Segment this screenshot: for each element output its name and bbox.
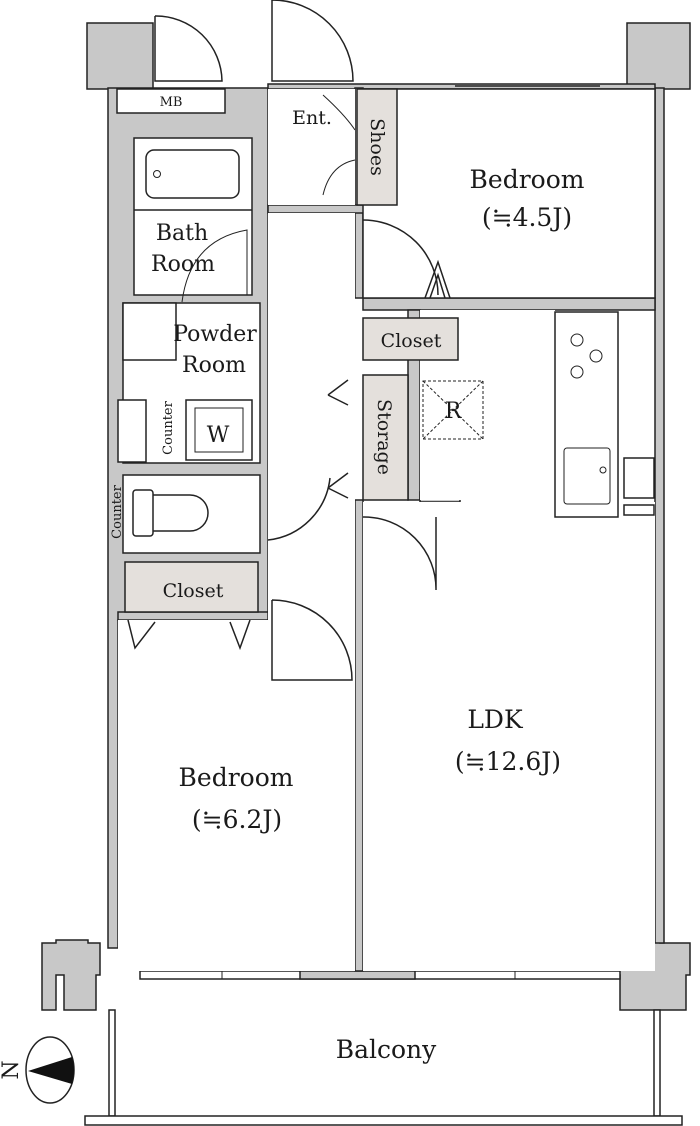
shoes-label: Shoes — [366, 118, 388, 176]
refrigerator-cross — [422, 380, 484, 440]
bedroom-south-door-swing-icon[interactable] — [271, 599, 353, 681]
toilet-door-swing-icon[interactable] — [267, 477, 331, 541]
pillar-top-right — [626, 22, 691, 90]
counter — [117, 399, 147, 463]
stove-burner-icon — [570, 333, 584, 347]
sink-icon — [122, 302, 177, 361]
pillar-top-left — [86, 22, 154, 90]
powder-label: Powder — [173, 322, 257, 347]
bath-door-swing-icon[interactable] — [181, 229, 248, 303]
closet-upper — [362, 317, 459, 361]
washer-icon — [194, 407, 244, 453]
compass-icon — [25, 1036, 75, 1104]
bath-label: Bath — [156, 221, 208, 246]
washer-space — [185, 399, 253, 461]
balcony-post-right — [653, 1009, 661, 1117]
balcony-railing — [84, 1115, 683, 1126]
closet-door-icon — [127, 619, 251, 651]
powder-label-2: Room — [182, 353, 246, 378]
drain-icon — [599, 466, 607, 474]
closet-wall — [117, 611, 269, 621]
pillar-bottom-left — [41, 939, 101, 1011]
shoes-cabinet — [356, 88, 398, 206]
washer-label: W — [207, 423, 230, 448]
door-swing-icon — [154, 15, 223, 82]
stove-burner-icon — [589, 349, 603, 363]
storage-door-icon — [327, 379, 349, 499]
bedroom-south-size: (≒6.2J) — [192, 805, 282, 834]
hallway — [268, 213, 355, 620]
mb-label: MB — [160, 95, 183, 110]
ldk-door-swing-icon[interactable] — [362, 516, 437, 591]
bedroom-south-area — [118, 620, 355, 971]
toilet-icon — [153, 494, 209, 532]
counter-toilet-label: Counter — [110, 484, 125, 538]
drain-icon — [153, 170, 161, 178]
south-wall-mid — [299, 970, 416, 980]
kitchen-sink-icon — [563, 447, 611, 505]
meter-box — [116, 88, 226, 114]
closet-lower-label: Closet — [163, 580, 224, 602]
ldk-label: LDK — [467, 705, 524, 734]
bedroom-north-size: (≒4.5J) — [482, 203, 572, 232]
partition-bedroom-ldk — [354, 499, 364, 972]
closet-door-icon — [424, 259, 451, 299]
partition-bedroom-north — [362, 297, 656, 311]
ldk-size: (≒12.6J) — [455, 747, 561, 776]
bedroom-south-label: Bedroom — [179, 763, 294, 792]
storage-label: Storage — [373, 399, 395, 475]
storage — [362, 374, 409, 501]
counter-label: Counter — [161, 400, 176, 454]
toilet-room — [122, 474, 261, 554]
front-door-swing-icon[interactable] — [271, 0, 354, 82]
east-wall — [654, 87, 665, 944]
toilet-tank-icon — [132, 489, 154, 537]
bedroom-north-area — [362, 88, 656, 299]
refrigerator-label: R — [445, 399, 463, 424]
bathtub-icon — [145, 149, 240, 199]
refrigerator-space — [422, 380, 484, 440]
balcony-post-left — [108, 1009, 116, 1117]
entrance-floor — [268, 89, 355, 205]
compass-north-label: N — [0, 1060, 24, 1079]
closet-upper-label: Closet — [381, 330, 442, 352]
ldk-area — [363, 502, 655, 971]
bath-room — [133, 137, 253, 296]
appliance-shelf — [623, 457, 655, 499]
appliance-shelf-2 — [623, 504, 655, 516]
stove-burner-icon — [570, 365, 584, 379]
bath-label-2: Room — [151, 252, 215, 277]
closet-lower — [124, 561, 259, 613]
bedroom-north-label: Bedroom — [470, 165, 585, 194]
balcony-label: Balcony — [336, 1035, 437, 1064]
kitchen-counter — [554, 311, 619, 518]
entrance-label: Ent. — [292, 107, 332, 129]
shoe-cabinet-door-icon — [322, 94, 356, 196]
